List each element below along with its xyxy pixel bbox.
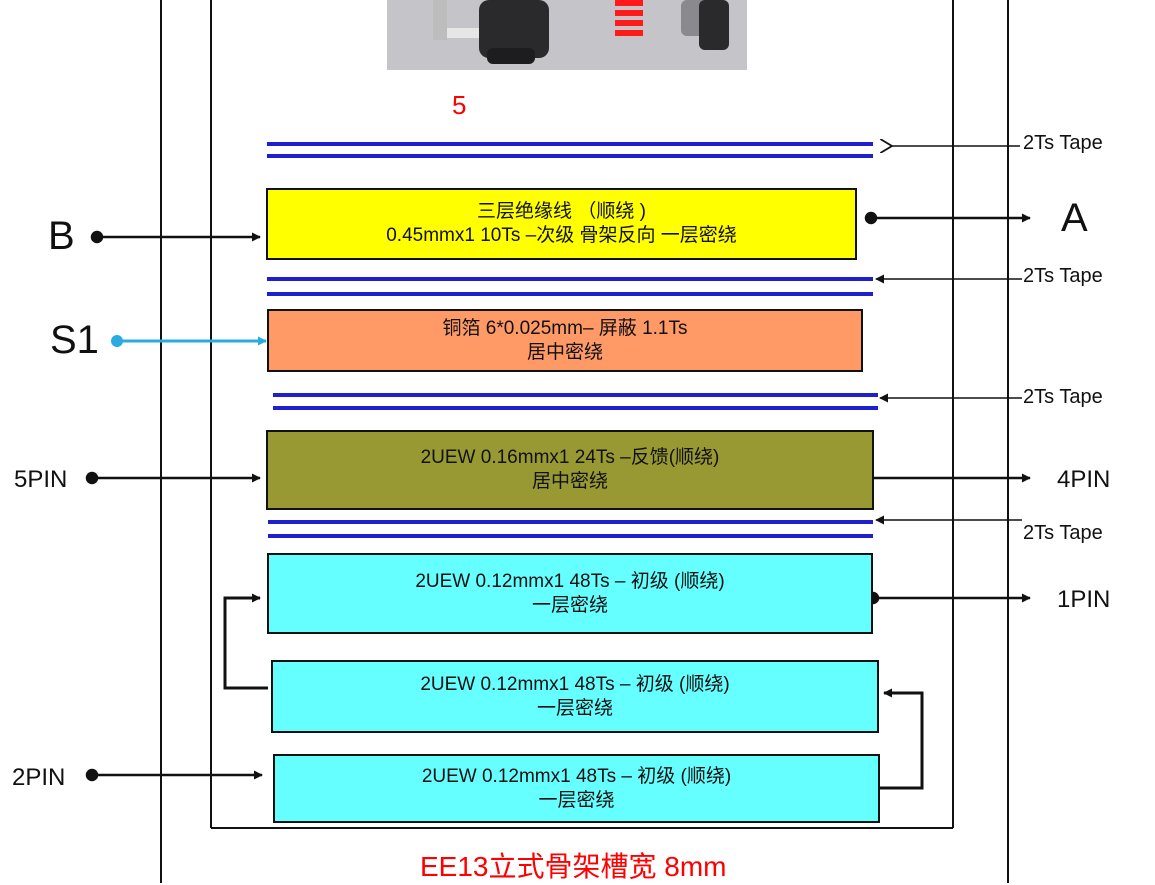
tape-pointers: [876, 146, 1022, 520]
winding-primary-2: 2UEW 0.12mmx1 48Ts – 初级 (顺绕) 一层密绕: [271, 660, 879, 733]
winding-primary-3-line2: 一层密绕: [275, 789, 878, 813]
winding-secondary-line1: 三层绝缘线 （顺绕 ): [268, 200, 855, 224]
pin-label-4pin: 4PIN: [1057, 466, 1110, 494]
tape-label-3: 2Ts Tape: [1023, 386, 1103, 409]
bobbin-caption: EE13立式骨架槽宽 8mm: [420, 845, 727, 885]
winding-primary-3: 2UEW 0.12mmx1 48Ts – 初级 (顺绕) 一层密绕: [273, 754, 880, 823]
pin-label-a: A: [1061, 196, 1088, 241]
pin-label-2pin: 2PIN: [12, 764, 65, 792]
pin-label-5pin: 5PIN: [14, 466, 67, 494]
winding-primary-1-line2: 一层密绕: [269, 594, 871, 618]
tape-label-2: 2Ts Tape: [1023, 265, 1103, 288]
tape-label-1: 2Ts Tape: [1023, 132, 1103, 155]
winding-primary-1-line1: 2UEW 0.12mmx1 48Ts – 初级 (顺绕): [269, 570, 871, 594]
winding-secondary-line2: 0.45mmx1 10Ts –次级 骨架反向 一层密绕: [268, 224, 855, 248]
tape-label-4: 2Ts Tape: [1023, 522, 1103, 545]
pin-label-b: B: [48, 214, 75, 259]
s1-arrow: [111, 335, 266, 347]
winding-shield: 铜箔 6*0.025mm– 屏蔽 1.1Ts 居中密绕: [267, 309, 863, 372]
winding-primary-3-line1: 2UEW 0.12mmx1 48Ts – 初级 (顺绕): [275, 765, 878, 789]
pin-label-s1: S1: [50, 318, 99, 363]
winding-primary-2-line1: 2UEW 0.12mmx1 48Ts – 初级 (顺绕): [273, 673, 877, 697]
winding-shield-line1: 铜箔 6*0.025mm– 屏蔽 1.1Ts: [269, 317, 861, 341]
winding-shield-line2: 居中密绕: [269, 341, 861, 365]
winding-primary-1: 2UEW 0.12mmx1 48Ts – 初级 (顺绕) 一层密绕: [267, 553, 873, 634]
winding-feedback-line2: 居中密绕: [268, 470, 872, 494]
pin-label-1pin: 1PIN: [1057, 586, 1110, 614]
winding-secondary: 三层绝缘线 （顺绕 ) 0.45mmx1 10Ts –次级 骨架反向 一层密绕: [266, 188, 857, 260]
winding-feedback-line1: 2UEW 0.16mmx1 24Ts –反馈(顺绕): [268, 446, 872, 470]
winding-primary-2-line2: 一层密绕: [273, 697, 877, 721]
winding-feedback: 2UEW 0.16mmx1 24Ts –反馈(顺绕) 居中密绕: [266, 430, 874, 510]
